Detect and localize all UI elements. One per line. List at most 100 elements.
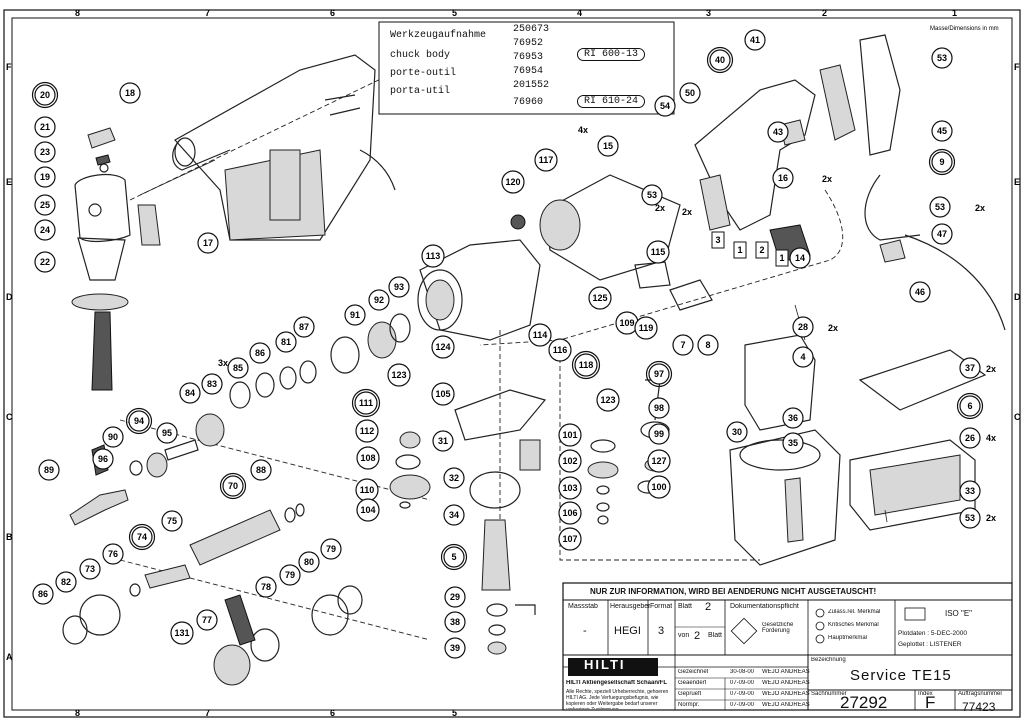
callout-number: 107 <box>562 534 577 544</box>
callout-number: 78 <box>261 582 271 592</box>
callout-number: 19 <box>40 172 50 182</box>
callout-93-1: 93 <box>388 276 410 298</box>
callout-number: 99 <box>654 429 664 439</box>
callout-125-1: 125 <box>588 286 612 310</box>
callout-number: 74 <box>137 532 147 542</box>
callout-number: 118 <box>579 360 594 370</box>
callout-number: 125 <box>592 293 607 303</box>
row-label-right-C: C <box>1014 412 1021 422</box>
ri-610-24-pill: RI 610-24 <box>577 95 646 108</box>
callout-number: 22 <box>40 257 50 267</box>
callout-number: 31 <box>438 436 448 446</box>
callout-40-1: 40 <box>706 46 734 74</box>
callout-81-1: 81 <box>275 331 297 353</box>
chuck-label-de: Werkzeugaufnahme <box>390 30 487 41</box>
callout-number: 102 <box>562 456 577 466</box>
rights-note: Alle Rechte, speziell Urheberrechte, geh… <box>566 689 669 709</box>
callout-105-1: 105 <box>431 382 455 406</box>
callout-31-1: 31 <box>432 430 454 452</box>
col-label-5: 5 <box>452 8 457 18</box>
callout-90-1: 90 <box>102 426 124 448</box>
switch-parts <box>769 34 901 263</box>
callout-117-1: 117 <box>534 148 558 172</box>
callout-15-1: 15 <box>597 135 619 157</box>
callout-127-1: 127 <box>647 449 671 473</box>
tv-herausgeber: HEGI <box>614 625 641 637</box>
callout-95-1: 95 <box>156 422 178 444</box>
callout-79-1: 79 <box>279 564 301 586</box>
callout-number: 1 <box>737 245 742 255</box>
callout-46-1: 46 <box>909 281 931 303</box>
row-label-right-E: E <box>1014 177 1020 187</box>
date-gezeichnet: 30-08-00 <box>730 669 755 675</box>
callout-number: 100 <box>651 482 666 492</box>
callout-number: 101 <box>562 430 577 440</box>
callout-25-1: 25 <box>34 194 56 216</box>
callout-3-1: 3 <box>711 231 725 249</box>
border-column-labels: 8 7 6 5 4 3 2 1 8 7 6 5 <box>75 8 957 718</box>
callout-number: 84 <box>185 388 195 398</box>
callout-120-1: 120 <box>501 170 525 194</box>
callout-77-1: 77 <box>196 609 218 631</box>
side-handle-parts <box>71 127 161 391</box>
callout-112-1: 112 <box>355 419 379 443</box>
callout-number: 79 <box>285 570 295 580</box>
callout-74-1: 74 <box>128 523 156 551</box>
callout-1-1: 1 <box>733 241 747 259</box>
callout-24-1: 24 <box>34 219 56 241</box>
callout-16-1: 16 <box>772 167 794 189</box>
callout-115-1: 115 <box>646 240 670 264</box>
callout-number: 104 <box>360 505 375 515</box>
callout-53-3: 53 <box>929 196 951 218</box>
armature-and-gears <box>389 379 670 655</box>
callout-6-1: 6 <box>956 392 984 420</box>
th-format: Format <box>650 603 673 610</box>
callout-20-1: 20 <box>31 81 59 109</box>
quantity-2x: 2x <box>975 203 985 213</box>
callout-18-1: 18 <box>119 82 141 104</box>
callout-number: 34 <box>449 510 459 520</box>
tv-blatt: 2 <box>705 601 712 613</box>
th-blatt-2: Blatt <box>708 632 723 639</box>
tv-format: 3 <box>658 625 665 637</box>
callout-number: 80 <box>304 557 314 567</box>
col-label-4: 4 <box>577 8 582 18</box>
callout-number: 25 <box>40 200 50 210</box>
callout-number: 95 <box>162 428 172 438</box>
callout-34-1: 34 <box>443 504 465 526</box>
callout-123-2: 123 <box>596 388 620 412</box>
by-normpr: WEJO ANDREAS <box>762 702 810 708</box>
callout-number: 113 <box>426 251 441 261</box>
chuck-number-6: 76960 <box>513 97 544 108</box>
callout-103-1: 103 <box>558 476 582 500</box>
callout-number: 93 <box>394 282 404 292</box>
callout-5-1: 5 <box>440 543 468 571</box>
callout-number: 96 <box>98 454 108 464</box>
callout-73-1: 73 <box>79 558 101 580</box>
callout-number: 9 <box>939 157 944 167</box>
callout-80-1: 80 <box>298 551 320 573</box>
callout-98-1: 98 <box>648 397 670 419</box>
drawing-frame <box>3 9 1021 718</box>
callout-28-1: 28 <box>792 316 814 338</box>
callout-number: 110 <box>360 485 375 495</box>
callout-number: 15 <box>603 141 613 151</box>
assembly-line-3 <box>559 350 760 561</box>
lbl-auftrag: Auftragsnummer <box>958 691 1003 697</box>
row-label-B: B <box>6 532 13 542</box>
callout-88-1: 88 <box>250 459 272 481</box>
callout-number: 79 <box>326 544 336 554</box>
assembly-line-5 <box>119 559 431 641</box>
callout-number: 81 <box>281 337 291 347</box>
callout-number: 92 <box>374 295 384 305</box>
quantity-2x: 2x <box>986 364 996 374</box>
callout-number: 24 <box>40 225 50 235</box>
title-notice: NUR ZUR INFORMATION, WIRD BEI AENDERUNG … <box>590 587 877 596</box>
legend-haupt: Hauptmerkmal <box>828 635 868 641</box>
legend-zulass: Zulass.rel. Merkmal <box>828 609 881 615</box>
callout-number: 38 <box>450 617 460 627</box>
gearbox-housing <box>417 214 541 341</box>
th-blatt: Blatt <box>678 603 693 610</box>
quantity-4x: 4x <box>578 125 588 135</box>
